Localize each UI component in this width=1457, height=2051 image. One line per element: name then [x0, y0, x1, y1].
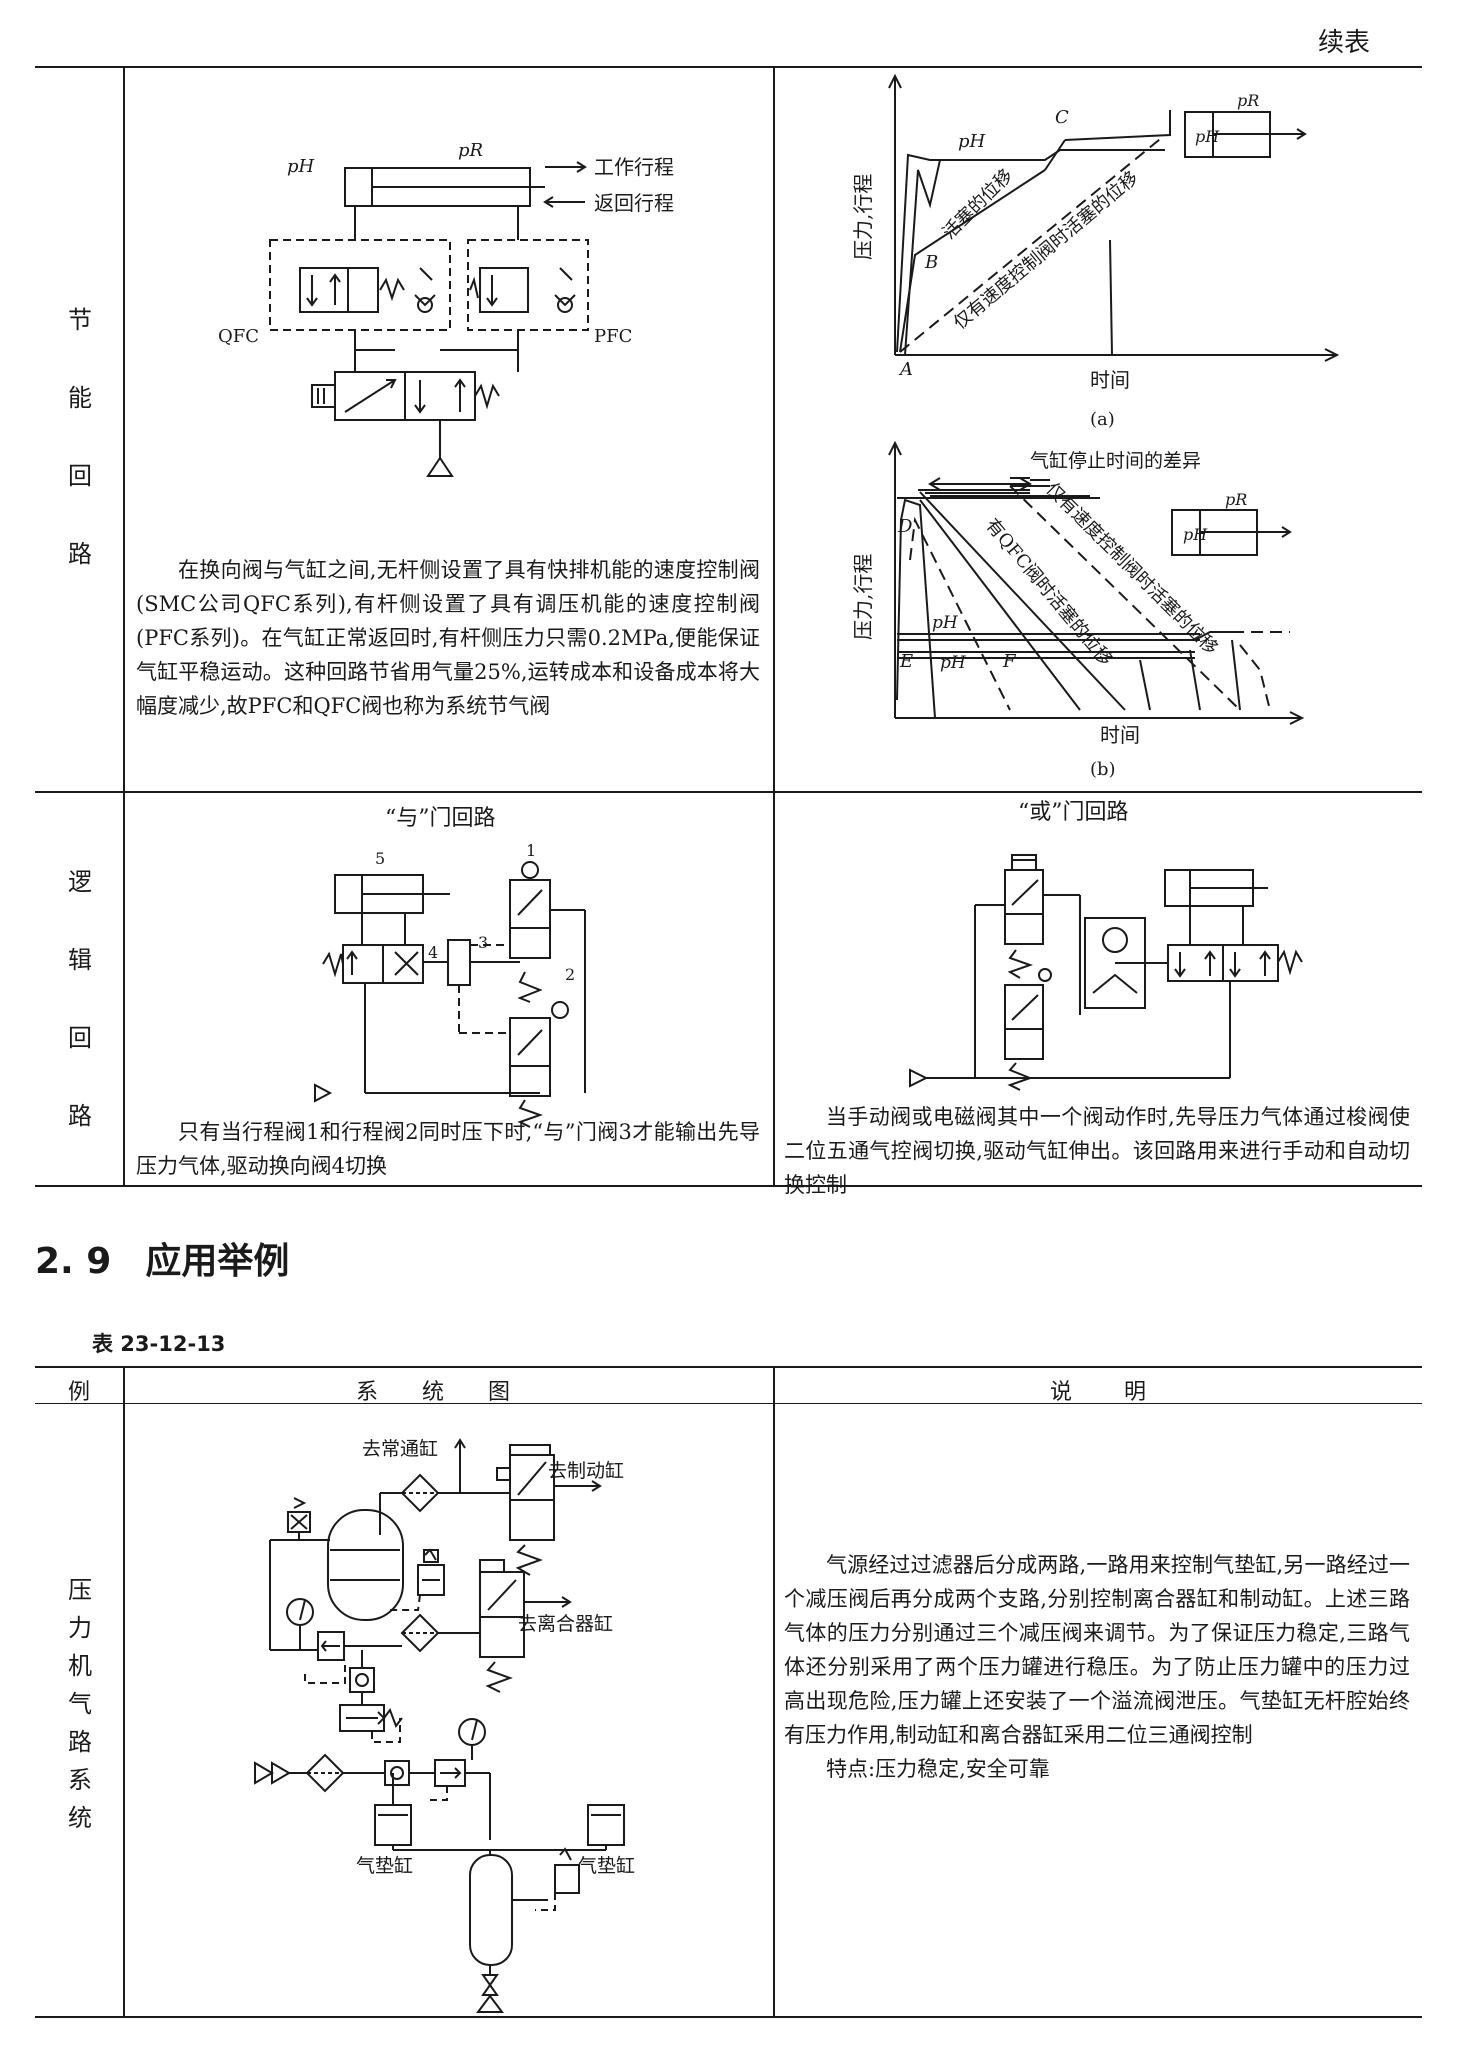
chart-a-caption: (a): [1090, 409, 1115, 430]
table-label: 表 23-12-13: [92, 1332, 226, 1356]
label-qfc: QFC: [218, 326, 259, 347]
continued-label: 续表: [1318, 28, 1371, 58]
row-label-char: 回: [68, 1024, 92, 1052]
row-label-char: 节: [68, 306, 92, 334]
table2-header-divider: [35, 1403, 1422, 1404]
section-heading: 2. 9 应用举例: [35, 1232, 323, 1284]
header-example: 例: [68, 1380, 91, 1405]
chart-a-curve2: 仅有速度控制阀时活塞的位移: [950, 167, 1143, 333]
row-label-char: 逻: [68, 868, 92, 896]
chart-a-curve1: 活塞的位移: [939, 165, 1017, 243]
chart-b-caption: (b): [1090, 759, 1116, 780]
label-pr: pR: [458, 140, 483, 161]
and-label-5: 5: [375, 849, 385, 868]
row-label-char: 统: [68, 1804, 92, 1832]
chart-b-top-note: 气缸停止时间的差异: [1030, 450, 1201, 472]
energy-description: 在换向阀与气缸之间,无杆侧设置了具有快排机能的速度控制阀(SMC公司QFC系列)…: [136, 558, 760, 718]
row-label-char: 气: [68, 1690, 92, 1718]
row-divider: [35, 791, 1422, 793]
and-gate-title: “与”门回路: [385, 806, 496, 831]
header-diagram: 系统图: [356, 1380, 555, 1405]
row-label-char: 路: [68, 1102, 92, 1130]
and-label-3: 3: [478, 933, 488, 952]
chart-a-label-b: B: [924, 252, 938, 273]
chart-b-label-pr: pR: [1225, 490, 1247, 509]
table2-bottom-border: [35, 2016, 1422, 2018]
chart-b-label-f: F: [1002, 651, 1017, 672]
row-label-char: 路: [68, 1728, 92, 1756]
chart-b-curve1: 有QFC阀时活塞的位移: [981, 515, 1116, 670]
chart-b-label-ph-lower: pH: [940, 653, 967, 673]
label-return-stroke: 返回行程: [594, 191, 674, 215]
row-label-char: 系: [68, 1766, 92, 1794]
or-gate-title: “或”门回路: [1018, 800, 1129, 825]
and-label-4: 4: [428, 943, 438, 962]
row-label-char: 辑: [68, 946, 92, 974]
chart-b-label-e: E: [899, 651, 913, 672]
chart-b-label-ph: pH: [932, 613, 959, 633]
row-label-char: 压: [68, 1576, 92, 1604]
chart-a-label-ph2: pH: [1195, 127, 1220, 146]
label-work-stroke: 工作行程: [594, 155, 674, 179]
chart-b-label-ph2: pH: [1183, 525, 1208, 544]
press-features-paragraph: 特点:压力稳定,安全可靠: [826, 1757, 1050, 1781]
press-description-paragraph: 气源经过过滤器后分成两路,一路用来控制气垫缸,另一路经过一个减压阀后再分成两个支…: [784, 1553, 1410, 1747]
col-divider-left: [123, 66, 125, 1187]
chart-b-xlabel: 时间: [1100, 723, 1140, 747]
label-ph: pH: [287, 156, 315, 177]
chart-a-xlabel: 时间: [1090, 368, 1130, 392]
chart-b-curve2: 仅有速度控制阀时活塞的位移: [1041, 479, 1221, 659]
chart-a-label-pr: pR: [1237, 91, 1259, 110]
col-divider-mid: [773, 66, 775, 1187]
table-top-border: [35, 66, 1422, 68]
row-label-char: 能: [68, 384, 92, 412]
row-label-char: 回: [68, 462, 92, 490]
chart-a-label-a: A: [898, 359, 913, 380]
label-cushion-right: 气垫缸: [578, 1855, 635, 1877]
label-cushion-left: 气垫缸: [356, 1855, 413, 1877]
chart-a-ylabel: 压力,行程: [851, 174, 875, 260]
chart-b-ylabel: 压力,行程: [851, 554, 875, 640]
chart-a-label-ph: pH: [958, 131, 986, 152]
header-description: 说明: [1050, 1380, 1199, 1405]
table2-top-border: [35, 1366, 1422, 1368]
label-to-clutch-cylinder: 去离合器缸: [518, 1613, 613, 1635]
chart-a-label-c: C: [1055, 107, 1069, 128]
section-number: 2. 9: [35, 1241, 112, 1282]
and-gate-description: 只有当行程阀1和行程阀2同时压下时,“与”门阀3才能输出先导压力气体,驱动换向阀…: [136, 1120, 760, 1178]
chart-b-label-d: D: [897, 516, 913, 537]
label-pfc: PFC: [594, 326, 632, 347]
or-gate-description: 当手动阀或电磁阀其中一个阀动作时,先导压力气体通过梭阀使二位五通气控阀切换,驱动…: [784, 1105, 1410, 1197]
table-bottom-border: [35, 1185, 1422, 1187]
row-label-char: 机: [68, 1652, 92, 1680]
and-label-2: 2: [565, 965, 575, 984]
press-description: 气源经过过滤器后分成两路,一路用来控制气垫缸,另一路经过一个减压阀后再分成两个支…: [784, 1548, 1410, 1786]
and-label-1: 1: [526, 841, 536, 860]
table2-col-divider-left: [123, 1366, 125, 2018]
table2-col-divider-mid: [773, 1366, 775, 2018]
row-label-char: 力: [68, 1614, 92, 1642]
row-label-char: 路: [68, 540, 92, 568]
label-to-normal-cylinder: 去常通缸: [362, 1438, 438, 1460]
section-title: 应用举例: [145, 1241, 290, 1282]
label-to-brake-cylinder: 去制动缸: [548, 1460, 624, 1482]
